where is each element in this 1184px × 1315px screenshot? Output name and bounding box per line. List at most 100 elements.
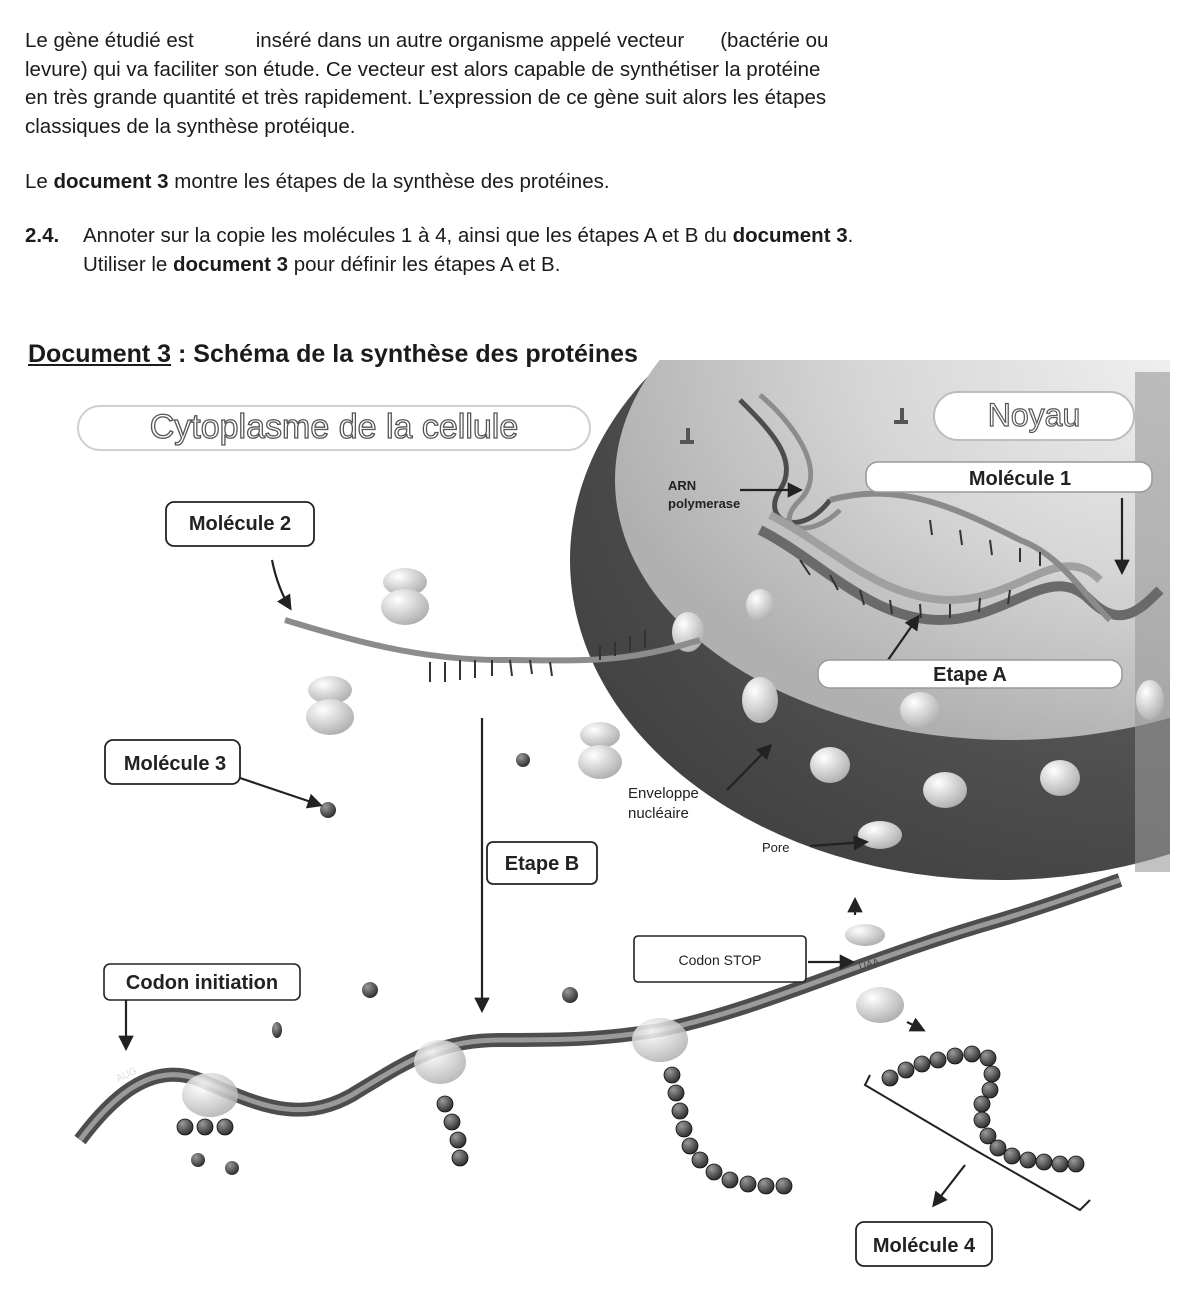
- intro-text-1a: Le gène étudié est: [25, 29, 194, 52]
- molecule-2-arrow: [272, 560, 290, 608]
- step-b-label-box: Etape B: [487, 842, 597, 884]
- ribosome-large-subunit: [381, 589, 429, 625]
- intro-text-1b: inséré dans un autre organisme appelé ve…: [256, 29, 685, 52]
- molecule-2-label-box: Molécule 2: [166, 502, 314, 546]
- amino-acid-bead: [930, 1052, 946, 1068]
- ribosome-small-subunit: [845, 924, 885, 946]
- amino-acid-bead: [914, 1056, 930, 1072]
- amino-acid-bead: [974, 1096, 990, 1112]
- amino-acid: [225, 1161, 239, 1175]
- amino-acid-bead: [197, 1119, 213, 1135]
- question-2-4: 2.4. Annoter sur la copie les molécules …: [25, 222, 1005, 279]
- amino-acid-bead: [882, 1070, 898, 1086]
- molecule-1-label: Molécule 1: [969, 468, 1071, 490]
- molecule-2-label: Molécule 2: [189, 513, 291, 535]
- codon-stop-label: Codon STOP: [678, 952, 761, 968]
- intro-paragraph: Le gène étudié est inséré dans un autre o…: [25, 27, 1005, 141]
- molecule-4-arrow: [934, 1165, 965, 1205]
- pore: [1040, 760, 1080, 796]
- pore: [923, 772, 967, 808]
- intro-text-2: levure) qui va faciliter son étude. Ce v…: [25, 58, 820, 81]
- q-l2-c: pour définir les étapes A et B.: [288, 253, 560, 276]
- amino-acid: [562, 987, 578, 1003]
- ribosome: [632, 1018, 688, 1062]
- codon-initiation-label: Codon initiation: [126, 972, 278, 994]
- pore: [742, 677, 778, 723]
- amino-acid: [191, 1153, 205, 1167]
- ribosome: [182, 1073, 238, 1117]
- ribosome-small-subunit: [580, 722, 620, 748]
- polypeptide-chains: [177, 1046, 1084, 1194]
- cytoplasm-label: Cytoplasme de la cellule: [150, 408, 519, 446]
- amino-acid-bead: [450, 1132, 466, 1148]
- nucleus-label-box: Noyau: [934, 392, 1134, 440]
- pore-label: Pore: [762, 840, 789, 855]
- amino-acid-bead: [722, 1172, 738, 1188]
- doc-ref-suffix: montre les étapes de la synthèse des pro…: [169, 170, 610, 193]
- q-l2-a: Utiliser le: [83, 253, 173, 276]
- doc-ref-bold: document 3: [54, 170, 169, 193]
- amino-acid-bead: [452, 1150, 468, 1166]
- pore: [746, 589, 774, 621]
- amino-acid: [320, 802, 336, 818]
- molecule-3-label-box: Molécule 3: [105, 740, 240, 784]
- step-a-label: Etape A: [933, 664, 1007, 686]
- pore: [1136, 680, 1164, 720]
- molecule-4-label: Molécule 4: [873, 1235, 976, 1257]
- amino-acid: [272, 1022, 282, 1038]
- amino-acid-bead: [672, 1103, 688, 1119]
- envelope-label-line2: nucléaire: [628, 805, 689, 822]
- amino-acid-bead: [776, 1178, 792, 1194]
- amino-acid-bead: [692, 1152, 708, 1168]
- amino-acid: [516, 753, 530, 767]
- amino-acid-bead: [980, 1050, 996, 1066]
- ribosome: [414, 1040, 466, 1084]
- amino-acid-bead: [682, 1138, 698, 1154]
- step-b-label: Etape B: [505, 853, 579, 875]
- question-line-2: Utiliser le document 3 pour définir les …: [25, 251, 1005, 280]
- amino-acid-bead: [668, 1085, 684, 1101]
- question-number: 2.4.: [25, 222, 59, 251]
- amino-acid-bead: [177, 1119, 193, 1135]
- arn-polymerase-label-line2: polymerase: [668, 496, 740, 511]
- amino-acid-bead: [740, 1176, 756, 1192]
- amino-acid-bead: [974, 1112, 990, 1128]
- amino-acid-bead: [982, 1082, 998, 1098]
- amino-acid-bead: [1036, 1154, 1052, 1170]
- q-l1-a: Annoter sur la copie les molécules 1 à 4…: [83, 224, 733, 247]
- envelope-label-line1: Enveloppe: [628, 785, 699, 802]
- q-l2-b: document 3: [173, 253, 288, 276]
- amino-acid-bead: [758, 1178, 774, 1194]
- intro-text-1c: (bactérie ou: [720, 29, 828, 52]
- amino-acid-bead: [664, 1067, 680, 1083]
- molecule-3-arrow: [240, 778, 320, 805]
- question-line-1: Annoter sur la copie les molécules 1 à 4…: [25, 222, 1005, 251]
- protein-synthesis-diagram: Cytoplasme de la cellule Noyau Molécule …: [0, 360, 1184, 1300]
- amino-acid-bead: [676, 1121, 692, 1137]
- pore: [858, 821, 902, 849]
- pore: [810, 747, 850, 783]
- amino-acid-bead: [706, 1164, 722, 1180]
- ribosome-large-subunit: [578, 745, 622, 779]
- document-reference: Le document 3 montre les étapes de la sy…: [25, 168, 1005, 197]
- molecule-4-label-box: Molécule 4: [856, 1222, 992, 1266]
- amino-acid-bead: [437, 1096, 453, 1112]
- arn-polymerase-label-line1: ARN: [668, 478, 696, 493]
- amino-acid-bead: [1020, 1152, 1036, 1168]
- ribosome-large-subunit: [306, 699, 354, 735]
- q-l1-c: .: [848, 224, 854, 247]
- q-l1-b: document 3: [733, 224, 848, 247]
- intro-text-3: en très grande quantité et très rapideme…: [25, 86, 826, 109]
- amino-acid-bead: [898, 1062, 914, 1078]
- intro-text-4: classiques de la synthèse protéique.: [25, 115, 355, 138]
- nucleus-label: Noyau: [988, 397, 1081, 433]
- molecule-3-label: Molécule 3: [124, 753, 226, 775]
- amino-acid: [362, 982, 378, 998]
- molecule-4-bracket: [865, 1075, 1090, 1210]
- amino-acid-bead: [964, 1046, 980, 1062]
- amino-acid-bead: [1068, 1156, 1084, 1172]
- codon-initiation-label-box: Codon initiation: [104, 964, 300, 1000]
- cytoplasm-label-box: Cytoplasme de la cellule: [78, 406, 590, 450]
- amino-acid-bead: [990, 1140, 1006, 1156]
- amino-acid-bead: [1004, 1148, 1020, 1164]
